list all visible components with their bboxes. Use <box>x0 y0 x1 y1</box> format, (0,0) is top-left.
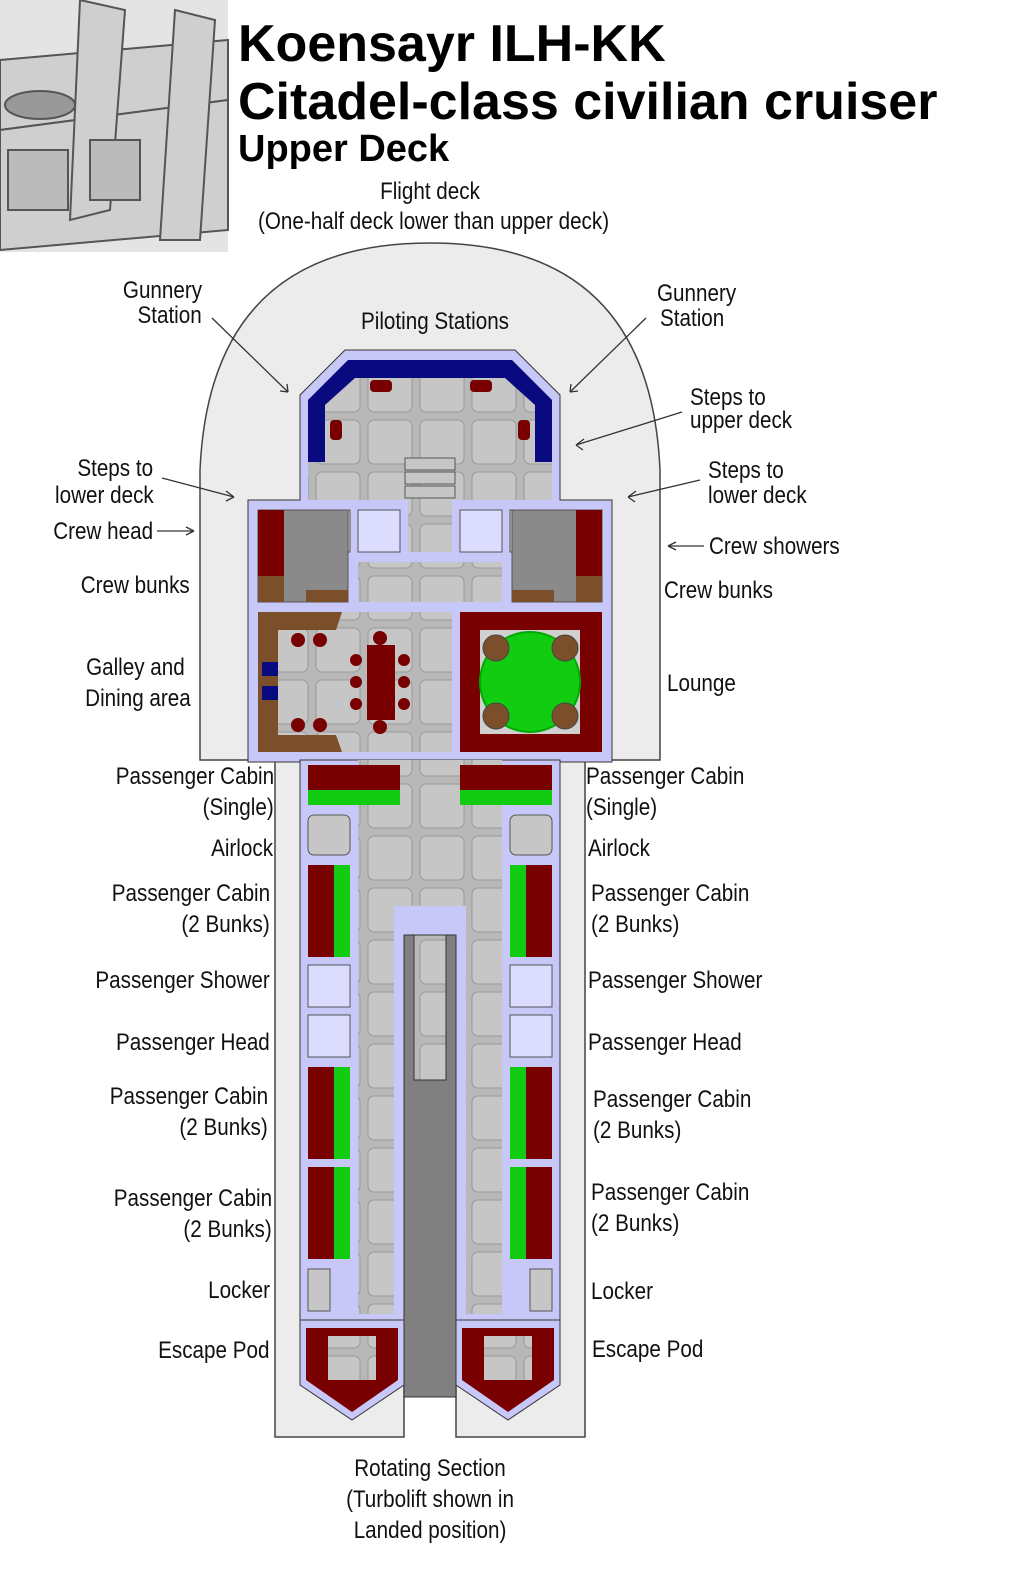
label-left-cabin-single: Passenger Cabin <box>115 763 274 790</box>
label-left-head: Passenger Head <box>116 1029 270 1056</box>
label-rotating-1: Rotating Section <box>354 1455 506 1482</box>
turbolift-car <box>413 934 447 1081</box>
label-right-cabin-single: Passenger Cabin <box>586 763 745 790</box>
title-class: Citadel-class civilian cruiser <box>238 73 938 131</box>
label-galley-2: Dining area <box>85 685 191 712</box>
label-left-airlock: Airlock <box>211 835 273 862</box>
label-gunnery-right-1: Gunnery <box>657 280 737 307</box>
label-steps-upper-1: Steps to <box>690 384 766 411</box>
label-galley-1: Galley and <box>86 654 185 681</box>
label-steps-lower-left-2: lower deck <box>55 482 154 509</box>
label-crew-head: Crew head <box>53 518 153 545</box>
label-left-locker: Locker <box>208 1277 270 1304</box>
label-gunnery-right-2: Station <box>660 305 725 332</box>
label-left-cabin-a: Passenger Cabin <box>111 880 270 907</box>
galley-counter <box>258 612 342 752</box>
crew-head <box>357 509 401 553</box>
label-lounge: Lounge <box>667 670 736 697</box>
pointer-arrows <box>157 317 704 551</box>
side-corridor-right <box>466 906 502 1314</box>
label-left-cabin-c: Passenger Cabin <box>113 1185 272 1212</box>
label-gunnery-left-1: Gunnery <box>122 277 202 304</box>
label-left-cabin-a-2: (2 Bunks) <box>181 911 270 938</box>
crew-corridor <box>408 500 452 552</box>
label-right-escape-pod: Escape Pod <box>592 1336 704 1363</box>
label-right-locker: Locker <box>591 1278 653 1305</box>
label-right-cabin-a: Passenger Cabin <box>591 880 750 907</box>
label-flight-deck: Flight deck <box>380 178 480 205</box>
dining-table <box>367 645 395 720</box>
label-rotating-3: Landed position) <box>353 1517 507 1544</box>
crew-hall <box>358 562 502 602</box>
title-model: Koensayr ILH-KK <box>238 15 666 73</box>
label-piloting-stations: Piloting Stations <box>360 308 510 335</box>
label-right-cabin-c-2: (2 Bunks) <box>591 1210 680 1237</box>
label-left-shower: Passenger Shower <box>95 967 270 994</box>
label-steps-upper-2: upper deck <box>690 407 793 434</box>
side-corridor-left <box>358 906 394 1314</box>
label-left-cabin-b: Passenger Cabin <box>109 1083 268 1110</box>
crew-shower <box>459 509 503 553</box>
label-flight-deck-note: (One-half deck lower than upper deck) <box>258 208 610 235</box>
label-right-cabin-b-2: (2 Bunks) <box>593 1117 682 1144</box>
label-gunnery-left-2: Station <box>137 302 202 329</box>
label-left-cabin-single-2: (Single) <box>202 794 274 821</box>
pilot-seats <box>330 380 530 440</box>
label-right-cabin-single-2: (Single) <box>586 794 658 821</box>
label-right-airlock: Airlock <box>588 835 650 862</box>
piloting-stations-floor <box>308 360 552 500</box>
label-crew-bunks-right: Crew bunks <box>664 577 773 604</box>
label-rotating-2: (Turbolift shown in <box>346 1486 514 1513</box>
label-right-shower: Passenger Shower <box>588 967 763 994</box>
label-left-cabin-b-2: (2 Bunks) <box>179 1114 268 1141</box>
label-steps-lower-left-1: Steps to <box>77 455 153 482</box>
title-deck: Upper Deck <box>238 128 450 170</box>
label-right-cabin-c: Passenger Cabin <box>591 1179 750 1206</box>
passenger-cabins <box>306 765 554 1412</box>
label-right-cabin-a-2: (2 Bunks) <box>591 911 680 938</box>
label-right-head: Passenger Head <box>588 1029 742 1056</box>
label-right-cabin-b: Passenger Cabin <box>593 1086 752 1113</box>
label-left-escape-pod: Escape Pod <box>157 1337 269 1364</box>
label-crew-bunks-left: Crew bunks <box>81 572 190 599</box>
label-steps-lower-right-2: lower deck <box>708 482 807 509</box>
label-crew-showers: Crew showers <box>709 533 840 560</box>
label-left-cabin-c-2: (2 Bunks) <box>183 1216 272 1243</box>
ship-sketch-image <box>0 0 229 252</box>
label-steps-lower-right-1: Steps to <box>708 457 784 484</box>
stairs-up <box>404 457 456 499</box>
